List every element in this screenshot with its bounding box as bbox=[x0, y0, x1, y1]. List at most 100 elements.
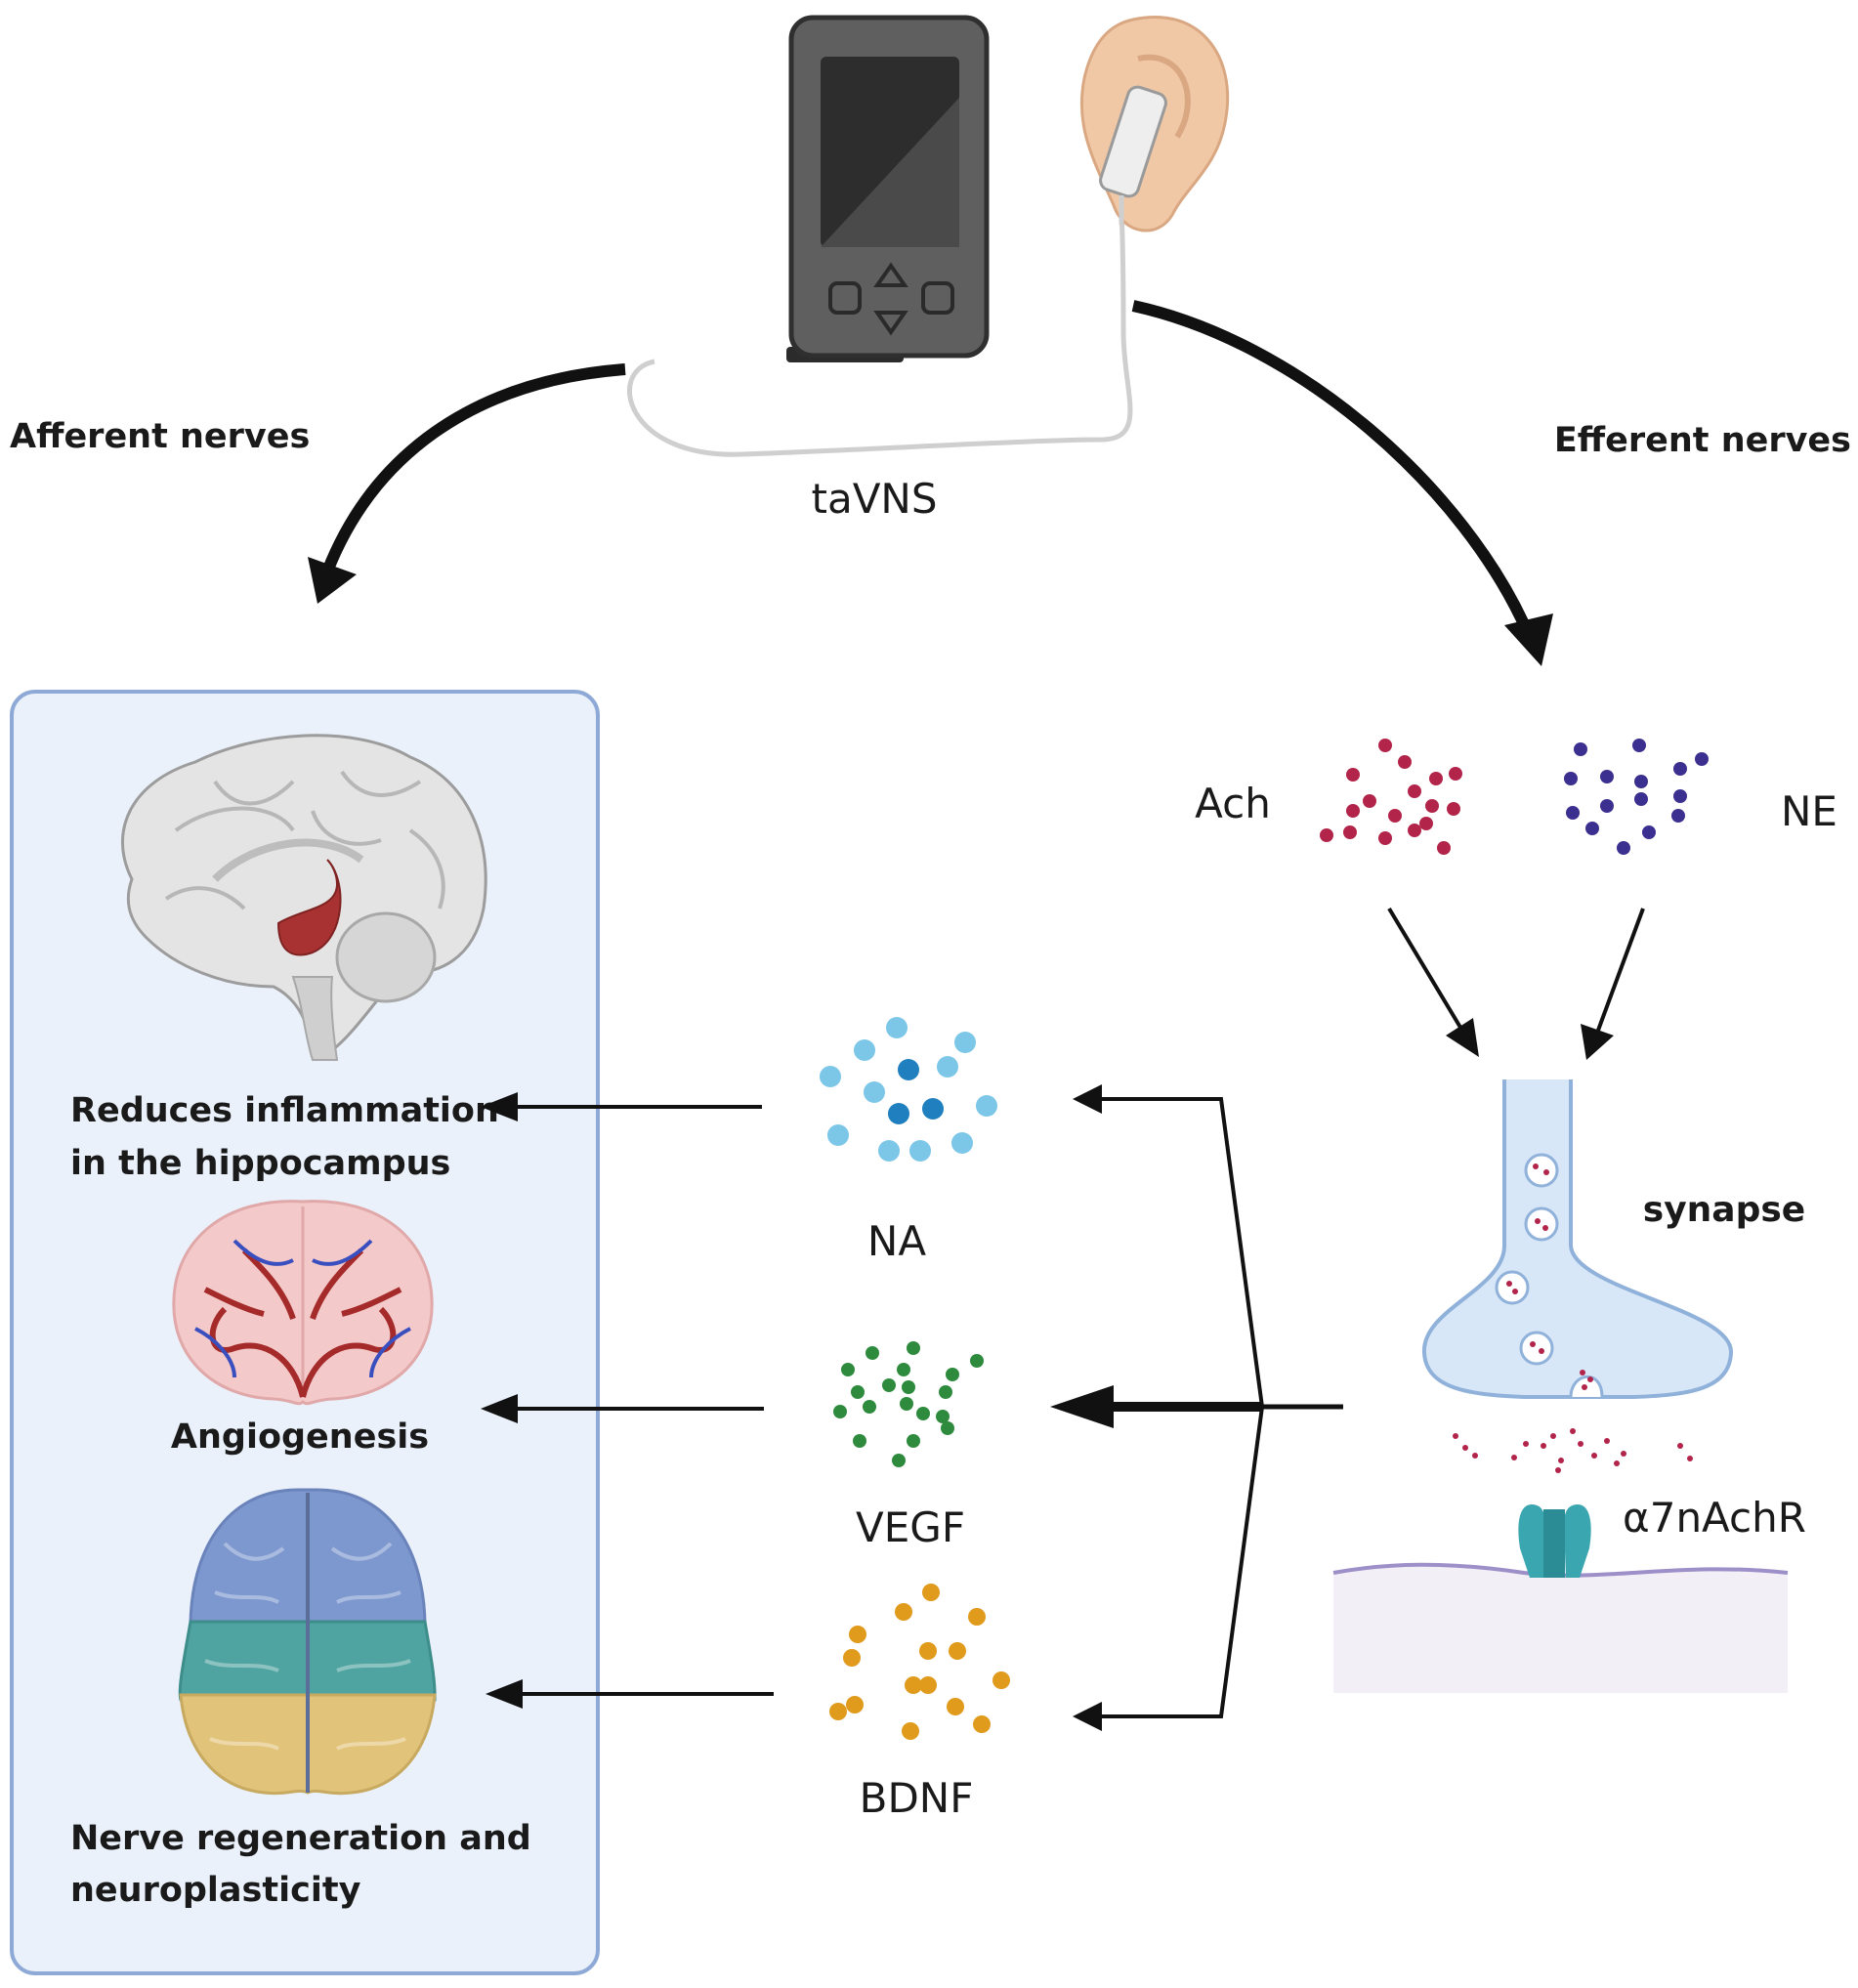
na-molecule bbox=[937, 1056, 958, 1078]
bdnf-molecule bbox=[902, 1722, 919, 1740]
na-molecule bbox=[909, 1140, 931, 1162]
ne-molecule bbox=[1600, 770, 1614, 783]
vascular-brain-icon bbox=[172, 1200, 434, 1406]
released-ach-particle bbox=[1539, 1348, 1544, 1354]
vegf-molecule bbox=[897, 1363, 910, 1376]
released-ach-particle bbox=[1621, 1451, 1626, 1457]
bdnf-molecules bbox=[829, 1584, 1010, 1740]
released-ach-particle bbox=[1541, 1443, 1546, 1449]
released-ach-particle bbox=[1533, 1163, 1539, 1169]
vegf-molecule bbox=[863, 1400, 876, 1414]
released-ach-particle bbox=[1506, 1281, 1512, 1287]
afferent-arrow bbox=[308, 363, 626, 604]
efferent-nerves-label: Efferent nerves bbox=[1554, 421, 1851, 460]
na-molecule bbox=[878, 1140, 900, 1162]
bdnf-label: BDNF bbox=[860, 1774, 974, 1822]
ach-molecule bbox=[1378, 831, 1392, 845]
vegf-molecule bbox=[851, 1385, 865, 1399]
ach-to-synapse-arrow bbox=[1387, 907, 1479, 1057]
ne-molecule bbox=[1695, 752, 1709, 766]
vegf-molecule bbox=[866, 1346, 879, 1360]
vegf-molecule bbox=[841, 1363, 855, 1376]
na-to-inflammation-arrow bbox=[481, 1092, 762, 1121]
a7nachr-label: α7nAchR bbox=[1623, 1494, 1806, 1542]
ach-molecule bbox=[1437, 841, 1451, 855]
released-ach-particle bbox=[1687, 1456, 1693, 1461]
vegf-molecules bbox=[833, 1341, 984, 1467]
postsynaptic-membrane bbox=[1332, 1562, 1789, 1693]
bdnf-molecule bbox=[968, 1608, 986, 1626]
ne-molecule bbox=[1671, 809, 1685, 823]
na-molecule bbox=[886, 1017, 908, 1038]
released-ach-particle bbox=[1570, 1428, 1576, 1434]
ach-molecule bbox=[1363, 794, 1376, 808]
bdnf-molecule bbox=[947, 1698, 964, 1715]
ne-molecules bbox=[1564, 739, 1709, 855]
na-molecule bbox=[888, 1103, 909, 1124]
released-ach-particle bbox=[1535, 1218, 1541, 1224]
released-ach-particle bbox=[1523, 1441, 1529, 1447]
na-molecule bbox=[820, 1066, 841, 1087]
released-ach-particle bbox=[1587, 1376, 1593, 1382]
regeneration-label-line2: neuroplasticity bbox=[70, 1871, 361, 1910]
vegf-molecule bbox=[833, 1405, 847, 1418]
vegf-molecule bbox=[936, 1410, 950, 1423]
released-ach-particle bbox=[1614, 1460, 1620, 1466]
na-molecule bbox=[854, 1039, 875, 1061]
ne-molecule bbox=[1634, 775, 1648, 788]
ach-molecule bbox=[1320, 828, 1333, 842]
device-label: taVNS bbox=[811, 475, 937, 523]
released-ach-particle bbox=[1550, 1433, 1556, 1439]
bdnf-molecule bbox=[919, 1642, 937, 1660]
released-ach-particle bbox=[1462, 1445, 1468, 1451]
released-ach-particle bbox=[1555, 1467, 1561, 1473]
vegf-molecule bbox=[882, 1378, 896, 1392]
efferent-arrow bbox=[1131, 300, 1553, 666]
released-ach-particle bbox=[1582, 1384, 1587, 1390]
ach-molecule bbox=[1408, 784, 1421, 798]
ach-molecule bbox=[1398, 755, 1412, 769]
ach-molecule bbox=[1388, 809, 1402, 823]
bdnf-molecule bbox=[919, 1676, 937, 1694]
ne-molecule bbox=[1600, 799, 1614, 813]
ne-molecule bbox=[1634, 792, 1648, 806]
bdnf-molecule bbox=[829, 1703, 847, 1720]
ach-molecule bbox=[1343, 825, 1357, 839]
vegf-molecule bbox=[907, 1434, 920, 1448]
inflammation-label: Reduces inflammation bbox=[70, 1091, 499, 1130]
released-ach-particle bbox=[1591, 1453, 1597, 1459]
ach-molecule bbox=[1408, 824, 1421, 837]
ne-molecule bbox=[1673, 789, 1687, 803]
ach-molecule bbox=[1419, 817, 1433, 830]
released-ach-particle bbox=[1543, 1169, 1549, 1175]
vegf-molecule bbox=[970, 1354, 984, 1368]
vegf-molecule bbox=[916, 1407, 930, 1420]
bdnf-molecule bbox=[846, 1696, 864, 1713]
vegf-molecule bbox=[853, 1434, 866, 1448]
ear-electrode-icon bbox=[1079, 16, 1230, 233]
bdnf-molecule bbox=[849, 1626, 866, 1643]
na-label: NA bbox=[867, 1217, 926, 1265]
ne-molecule bbox=[1632, 739, 1646, 752]
released-ach-particle bbox=[1453, 1433, 1458, 1439]
bdnf-molecule bbox=[905, 1676, 922, 1694]
na-molecule bbox=[922, 1098, 944, 1120]
bdnf-molecule bbox=[992, 1671, 1010, 1689]
released-ach-particle bbox=[1677, 1443, 1683, 1449]
ne-to-synapse-arrow bbox=[1581, 908, 1645, 1060]
vegf-molecule bbox=[907, 1341, 920, 1355]
lobes-brain-icon bbox=[178, 1488, 437, 1796]
vegf-label: VEGF bbox=[856, 1503, 965, 1551]
a7nachr-receptor-icon bbox=[1518, 1504, 1591, 1578]
sagittal-brain-icon bbox=[121, 734, 487, 1061]
ach-label: Ach bbox=[1195, 780, 1271, 827]
na-molecule bbox=[976, 1095, 997, 1117]
vegf-molecule bbox=[946, 1368, 959, 1381]
released-ach-particle bbox=[1530, 1341, 1536, 1347]
ach-molecule bbox=[1346, 768, 1360, 782]
vegf-molecule bbox=[892, 1454, 906, 1467]
vegf-to-angiogenesis-arrow bbox=[481, 1394, 764, 1423]
ne-molecule bbox=[1564, 772, 1578, 785]
